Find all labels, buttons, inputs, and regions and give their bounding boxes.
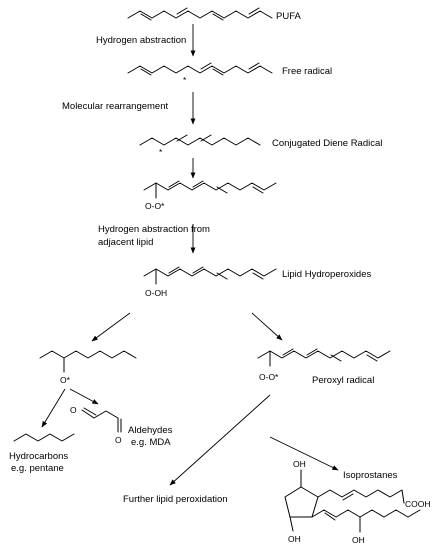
- aldehydes-label: Aldehydes: [128, 425, 173, 436]
- peroxyl-radical-label: Peroxyl radical: [312, 375, 374, 386]
- alkoxyl-radical-structure: [39, 350, 137, 373]
- mda-oxygen-2: O: [115, 435, 122, 445]
- arrow-to-hydrocarbons: [41, 388, 66, 428]
- isoprostanes-label: Isoprostanes: [343, 470, 398, 481]
- isoprostane-oh-top: OH: [293, 459, 306, 469]
- conjugated-diene-label: Conjugated Diene Radical: [272, 138, 382, 149]
- free-radical-label: Free radical: [282, 66, 332, 77]
- isoprostane-structure: [284, 469, 421, 533]
- free-radical-structure: [127, 62, 273, 76]
- isoprostane-oh-bottom-right: OH: [352, 535, 365, 545]
- conjugated-diene-structure: [139, 134, 261, 146]
- isoprostane-oh-bottom-left: OH: [288, 534, 301, 544]
- pentane-structure: [13, 433, 75, 442]
- aldehydes-example: e.g. MDA: [131, 437, 171, 448]
- arrow-to-further-peroxidation: [169, 394, 271, 486]
- hydrocarbons-example: e.g. pentane: [11, 463, 64, 474]
- arrow-to-isoprostanes: [269, 436, 339, 471]
- mda-structure: [81, 407, 122, 433]
- pufa-label: PUFA: [276, 11, 301, 22]
- pufa-structure: [127, 7, 273, 21]
- hydrocarbons-label: Hydrocarbons: [9, 451, 68, 462]
- mda-oxygen-1: O: [70, 405, 77, 415]
- lipid-hydroperoxides-label: Lipid Hydroperoxides: [282, 269, 371, 280]
- arrow-to-aldehydes: [69, 388, 99, 405]
- peroxyl-chain-structure: [143, 180, 277, 199]
- free-radical-mark: *: [183, 75, 187, 85]
- step-hydrogen-abstraction: Hydrogen abstraction: [96, 35, 186, 46]
- step-h-abstraction-adjacent-2: adjacent lipid: [98, 237, 153, 248]
- step-molecular-rearrangement: Molecular rearrangement: [62, 101, 168, 112]
- peroxyl-radical-structure: [257, 348, 391, 367]
- step-h-abstraction-adjacent-1: Hydrogen abstraction from: [98, 224, 210, 235]
- hydroperoxide-group: O-OH: [145, 288, 167, 298]
- alkoxyl-group: O*: [60, 375, 71, 385]
- arrow-to-alkoxyl: [91, 312, 131, 342]
- further-peroxidation-label: Further lipid peroxidation: [123, 494, 228, 505]
- peroxyl-radical-group: O-O*: [259, 372, 279, 382]
- lipid-hydroperoxide-structure: [143, 266, 277, 285]
- peroxyl-group: O-O*: [145, 201, 165, 211]
- isoprostane-cooh: COOH: [405, 499, 431, 509]
- conjugated-diene-radical-mark: *: [159, 147, 163, 157]
- arrow-to-peroxyl: [251, 312, 283, 341]
